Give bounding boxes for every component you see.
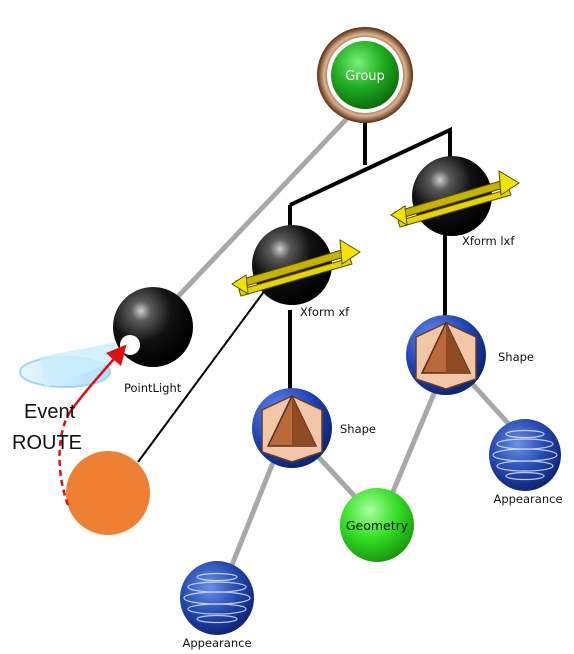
edge-shape-geometry-right (389, 383, 441, 495)
shape-right-label: Shape (498, 350, 534, 364)
route-arrow-dashed (58, 411, 72, 506)
appearance-right-node[interactable]: Appearance (489, 419, 563, 506)
edges (137, 108, 518, 576)
event-route-line1: Event (24, 401, 76, 423)
appearance-left-label: Appearance (182, 636, 251, 650)
xform-right-label: Xform lxf (462, 234, 515, 248)
edge-shape-appearance-left (225, 449, 281, 576)
pyramid-icon (261, 394, 323, 463)
group-node[interactable]: Group (317, 27, 413, 123)
appearance-left-ball (180, 561, 254, 635)
sensor-ball (66, 451, 150, 535)
shape-left-label: Shape (340, 422, 376, 436)
transform-arrows-icon (390, 170, 520, 228)
event-route: Event ROUTE (12, 344, 127, 506)
edge-sensor-xform (137, 277, 275, 463)
shape-right-node[interactable]: Shape (406, 315, 534, 395)
edge-shape-appearance-right (465, 376, 518, 434)
transform-arrows-icon (231, 239, 361, 297)
geometry-node[interactable]: Geometry (340, 488, 414, 562)
geometry-ball (340, 488, 414, 562)
pointlight-ball (113, 287, 193, 367)
event-route-line2: ROUTE (12, 432, 82, 454)
shape-left-node[interactable]: Shape (252, 388, 376, 468)
route-arrow-solid (68, 344, 127, 413)
geometry-label: Geometry (346, 518, 409, 533)
xform-left-node[interactable]: Xform xf (231, 225, 361, 319)
appearance-right-label: Appearance (493, 492, 562, 506)
xform-right-node[interactable]: Xform lxf (390, 156, 520, 248)
xform-left-label: Xform xf (300, 305, 350, 319)
pointlight-node[interactable]: PointLight (19, 287, 193, 395)
group-label: Group (345, 69, 385, 84)
sensor-node[interactable] (66, 451, 150, 535)
globe-lines-icon (183, 572, 251, 624)
pyramid-icon (415, 321, 477, 390)
light-bulb-icon (120, 335, 140, 355)
edge-shape-geometry-left (310, 448, 362, 504)
appearance-right-ball (489, 419, 561, 491)
edge-group-pointlight (168, 108, 357, 307)
group-ball (331, 41, 399, 109)
pointlight-label: PointLight (124, 381, 182, 395)
appearance-left-node[interactable]: Appearance (180, 561, 254, 650)
globe-lines-icon (492, 429, 558, 481)
